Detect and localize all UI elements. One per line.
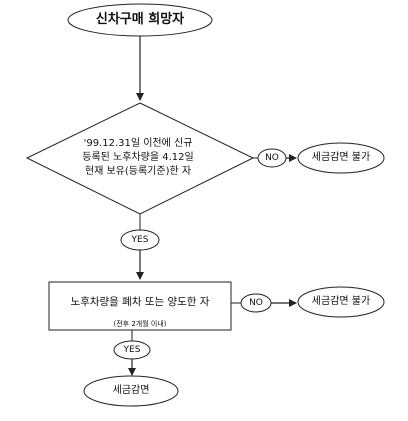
condition-1-line-3: 현재 보유(등록기준)한 자 <box>84 166 192 177</box>
condition-1-line-2: 등록된 노후차량을 4.12일 <box>82 152 194 163</box>
condition-2-note: (전후 2개월 이내) <box>113 320 167 328</box>
yes-label-2: YES <box>123 345 141 355</box>
condition-1-text: '99.12.31일 이전에 신규 등록된 노후차량을 4.12일 현재 보유(… <box>48 137 228 179</box>
condition-2-box <box>48 281 232 331</box>
reject-node-1 <box>297 142 385 174</box>
no-label-2: NO <box>249 298 263 308</box>
end-node <box>83 375 179 407</box>
yes-label-1: YES <box>131 235 149 245</box>
condition-2-label: 노후차량을 폐차 또는 양도한 자 <box>70 296 210 308</box>
no-label-1: NO <box>265 153 279 163</box>
start-label: 신차구매 희망자 <box>95 12 185 27</box>
end-label: 세금감면 <box>112 385 150 396</box>
reject-node-2 <box>297 286 385 318</box>
reject-label-1: 세금감면 불가 <box>311 152 371 163</box>
condition-1-line-1: '99.12.31일 이전에 신규 <box>83 138 193 149</box>
reject-label-2: 세금감면 불가 <box>311 296 371 307</box>
